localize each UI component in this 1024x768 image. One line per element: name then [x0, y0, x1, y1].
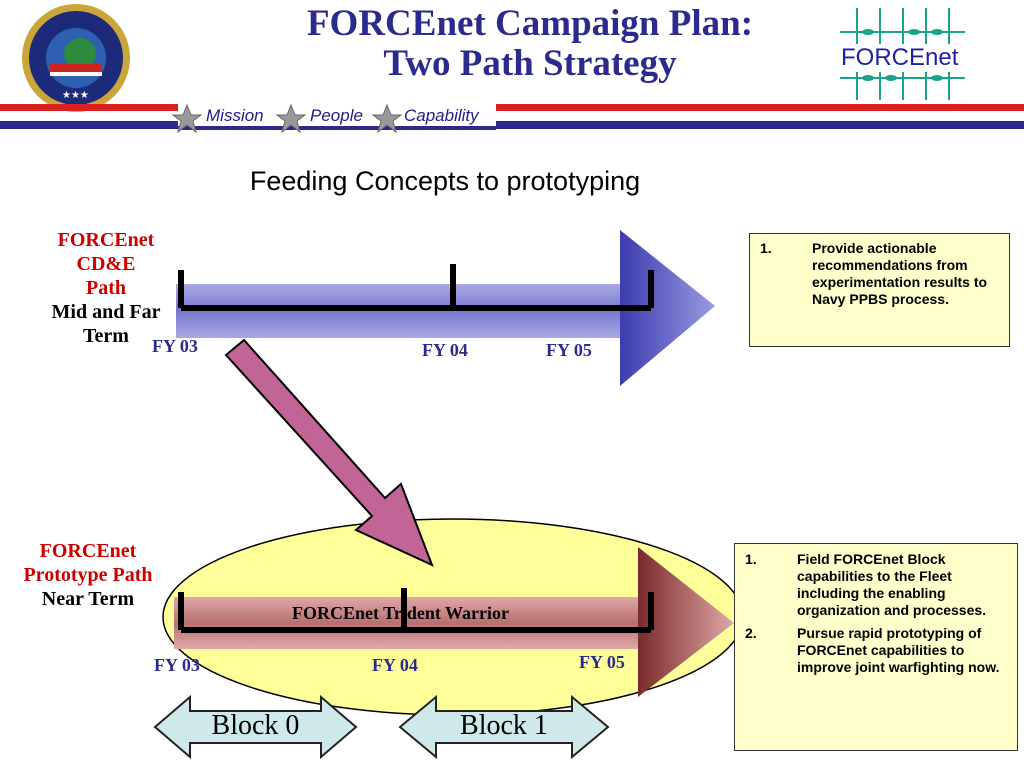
svg-text:★★★: ★★★: [62, 90, 89, 101]
tagline-people: People: [310, 106, 363, 125]
block-0-label: Block 0: [211, 710, 300, 741]
subtitle: Feeding Concepts to prototyping: [249, 166, 641, 196]
cde-notes-box: 1. Provide actionable recommendations fr…: [749, 233, 1010, 347]
block-1-arrow: [398, 694, 610, 760]
block-1-label: Block 1: [460, 710, 548, 741]
note-number: 1.: [760, 240, 772, 256]
tagline-mission: Mission: [206, 106, 264, 125]
note-number: 2.: [745, 625, 757, 641]
star-icon: [371, 103, 403, 139]
cde-fy-04: FY 04: [422, 340, 468, 360]
note-text: Pursue rapid prototyping of FORCEnet cap…: [797, 625, 1000, 675]
cde-label-line: FORCEnet: [57, 229, 155, 251]
title-line-1: FORCEnet Campaign Plan:: [306, 3, 754, 44]
list-item: 1. Provide actionable recommendations fr…: [760, 240, 999, 308]
star-icon: [171, 103, 203, 139]
cde-path-label: FORCEnet CD&E Path Mid and Far Term: [30, 228, 182, 348]
cde-label-line: Path: [86, 277, 126, 299]
header-stripes: [0, 100, 1024, 140]
note-text: Provide actionable recommendations from …: [812, 240, 988, 307]
list-item: 1. Field FORCEnet Block capabilities to …: [745, 551, 1007, 619]
block-0-arrow: [153, 694, 358, 760]
cde-fy-05: FY 05: [546, 340, 592, 360]
prototype-path-label: FORCEnet Prototype Path Near Term: [2, 539, 174, 611]
prototype-fy-03: FY 03: [154, 655, 200, 675]
cde-fy-03: FY 03: [152, 336, 198, 356]
cde-timeline-arrow: [176, 230, 715, 386]
forcenet-logo: FORCEnet: [835, 6, 985, 102]
page-title: FORCEnet Campaign Plan: Two Path Strateg…: [200, 4, 860, 84]
naval-network-warfare-command-seal: ★★★: [20, 2, 132, 114]
cde-notes-list: 1. Provide actionable recommendations fr…: [760, 240, 999, 308]
tagline-capability: Capability: [404, 106, 479, 125]
prototype-label-line: Prototype Path: [23, 564, 153, 586]
prototype-fy-04: FY 04: [372, 655, 418, 675]
prototype-notes-box: 1. Field FORCEnet Block capabilities to …: [734, 543, 1018, 751]
forcenet-logo-text: FORCEnet: [839, 44, 961, 72]
note-text: Field FORCEnet Block capabilities to the…: [797, 551, 987, 618]
prototype-fy-05: FY 05: [579, 652, 625, 672]
trident-warrior-label: FORCEnet Trident Warrior: [292, 603, 509, 623]
title-line-2: Two Path Strategy: [383, 43, 677, 84]
cde-label-line: CD&E: [76, 253, 136, 275]
feed-arrow: [224, 338, 434, 567]
cde-label-term: Term: [83, 325, 129, 347]
prototype-label-term: Near Term: [41, 588, 135, 610]
cde-label-term: Mid and Far: [51, 301, 161, 323]
prototype-notes-list: 1. Field FORCEnet Block capabilities to …: [745, 551, 1007, 676]
list-item: 2. Pursue rapid prototyping of FORCEnet …: [745, 625, 1007, 676]
prototype-label-line: FORCEnet: [39, 540, 137, 562]
prototype-timeline-arrow: [174, 547, 734, 697]
note-number: 1.: [745, 551, 757, 567]
star-icon: [275, 103, 307, 139]
